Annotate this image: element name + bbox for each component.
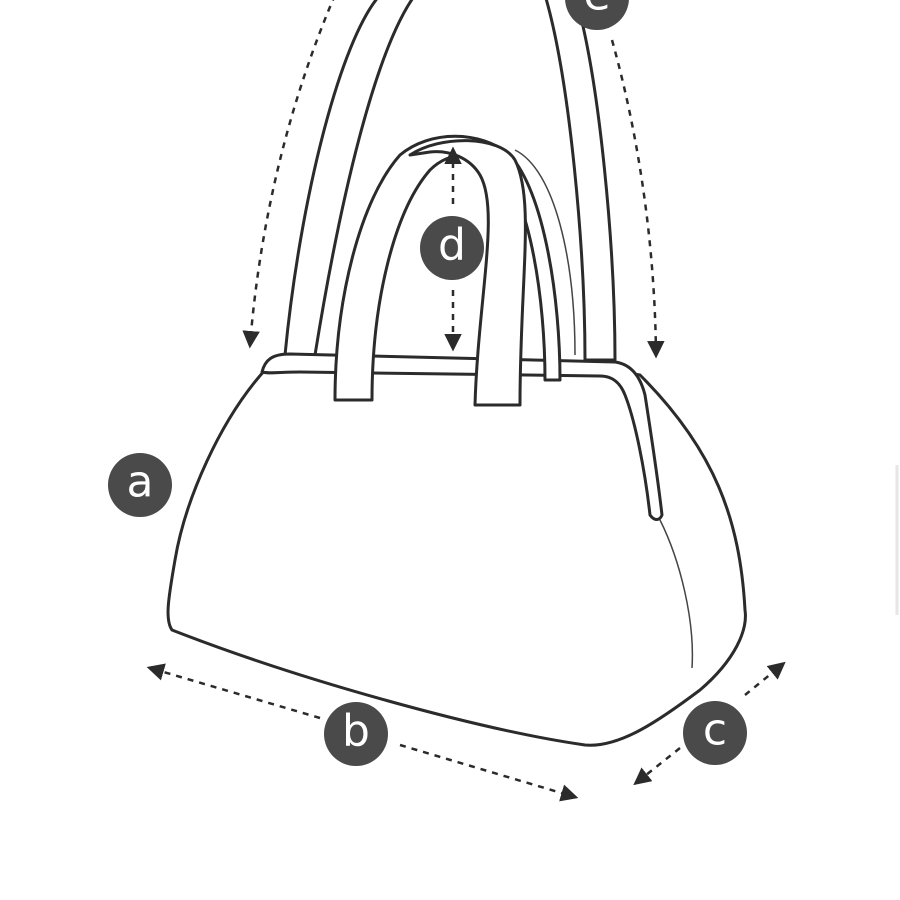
badge-b: b bbox=[324, 702, 388, 766]
bag-body bbox=[166, 352, 747, 747]
badge-a-label: a bbox=[127, 457, 154, 508]
shoulder-strap bbox=[283, 0, 617, 362]
top-handle bbox=[333, 134, 576, 407]
badge-d-label: d bbox=[438, 220, 466, 271]
badge-c: c bbox=[683, 701, 747, 765]
badge-e: e bbox=[565, 0, 629, 30]
measure-c bbox=[633, 661, 786, 786]
badge-a: a bbox=[108, 453, 172, 517]
badge-d: d bbox=[420, 216, 484, 280]
measure-e bbox=[242, 0, 665, 359]
caption-cut-off bbox=[0, 884, 900, 900]
badge-c-label: c bbox=[703, 705, 727, 756]
measure-b bbox=[146, 663, 579, 802]
badge-e-label: e bbox=[583, 0, 610, 21]
badge-b-label: b bbox=[342, 706, 370, 757]
